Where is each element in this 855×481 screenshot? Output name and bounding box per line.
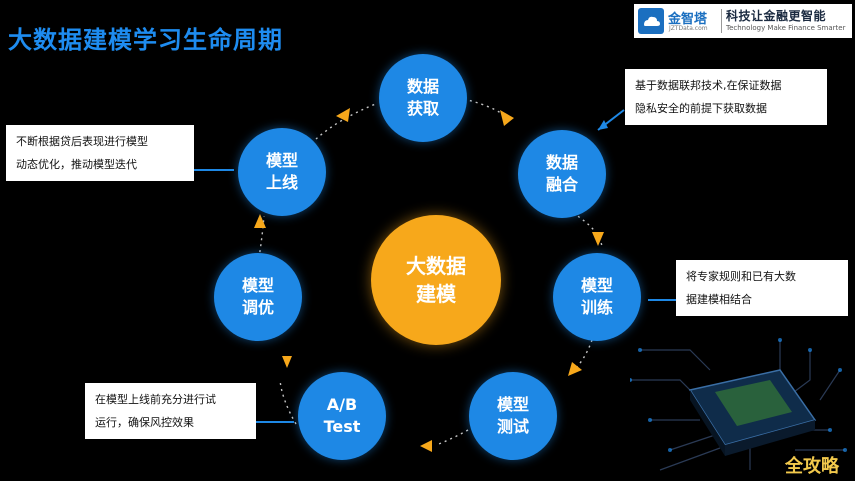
logo-slogan-en: Technology Make Finance Smarter <box>726 24 846 32</box>
center-hub-line1: 大数据 <box>406 254 466 278</box>
node-data-acquisition: 数据 获取 <box>379 54 467 142</box>
node-model-testing: 模型 测试 <box>469 372 557 460</box>
node-model-testing-line2: 测试 <box>496 417 529 436</box>
callout-model-deployment-line1: 不断根据贷后表现进行模型 <box>16 135 148 148</box>
callout-model-training-line2: 据建模相结合 <box>686 293 752 306</box>
arrow-abtest-to-tune <box>282 356 292 368</box>
cloud-logo-icon <box>638 8 664 34</box>
callout-ab-test-line2: 运行，确保风控效果 <box>95 416 194 429</box>
circuit-chip-decoration <box>630 338 847 471</box>
node-data-fusion-line2: 融合 <box>545 175 578 194</box>
node-ab-test: A/B Test <box>298 372 386 460</box>
node-model-training-line1: 模型 <box>580 276 613 295</box>
node-model-training: 模型 训练 <box>553 253 641 341</box>
callout-ab-test-line1: 在模型上线前充分进行试 <box>95 393 216 406</box>
brand-logo: 金智塔 JZTData.com 科技让金融更智能 Technology Make… <box>634 4 852 38</box>
page-title: 大数据建模学习生命周期 <box>8 26 283 54</box>
node-data-acquisition-line1: 数据 <box>406 77 439 96</box>
node-model-training-line2: 训练 <box>580 298 613 317</box>
logo-slogan: 科技让金融更智能 <box>726 9 827 23</box>
center-hub-line2: 建模 <box>416 282 456 306</box>
node-data-fusion-line1: 数据 <box>545 153 578 172</box>
node-ab-test-line1: A/B <box>326 395 358 414</box>
node-data-fusion: 数据 融合 <box>518 130 606 218</box>
center-hub-big-data-modeling: 大数据 建模 <box>371 215 501 345</box>
callout-model-deployment-line2: 动态优化，推动模型迭代 <box>16 158 137 171</box>
callout-ab-test: 在模型上线前充分进行试 运行，确保风控效果 <box>85 383 256 439</box>
node-data-acquisition-line2: 获取 <box>406 99 439 118</box>
callout-model-deployment: 不断根据贷后表现进行模型 动态优化，推动模型迭代 <box>6 125 194 181</box>
node-model-deployment-line2: 上线 <box>265 173 298 192</box>
watermark-text: 全攻略 <box>785 456 839 477</box>
logo-divider <box>721 9 722 33</box>
node-model-tuning-line1: 模型 <box>241 276 274 295</box>
node-model-testing-line1: 模型 <box>496 395 529 414</box>
callout-data-fusion: 基于数据联邦技术,在保证数据 隐私安全的前提下获取数据 <box>625 69 827 125</box>
node-model-tuning-line2: 调优 <box>241 298 274 317</box>
arrow-deploy-to-acquire <box>336 108 350 122</box>
callout-data-fusion-line1: 基于数据联邦技术,在保证数据 <box>635 79 782 92</box>
arrow-fuse-to-train <box>592 232 604 246</box>
arrow-acquire-to-fuse <box>500 110 514 126</box>
arrow-tune-to-deploy <box>254 214 266 228</box>
callout-model-training: 将专家规则和已有大数 据建模相结合 <box>676 260 848 316</box>
callout-data-fusion-line2: 隐私安全的前提下获取数据 <box>635 102 767 115</box>
node-model-tuning: 模型 调优 <box>214 253 302 341</box>
node-model-deployment: 模型 上线 <box>238 128 326 216</box>
callout-model-training-line1: 将专家规则和已有大数 <box>686 270 796 283</box>
node-ab-test-line2: Test <box>323 417 361 436</box>
arrow-train-to-test <box>568 362 582 376</box>
arrow-test-to-abtest <box>420 440 432 452</box>
logo-domain: JZTData.com <box>669 25 708 32</box>
node-model-deployment-line1: 模型 <box>265 151 298 170</box>
logo-brand-name: 金智塔 <box>668 12 708 27</box>
connector-fuse <box>597 109 625 131</box>
